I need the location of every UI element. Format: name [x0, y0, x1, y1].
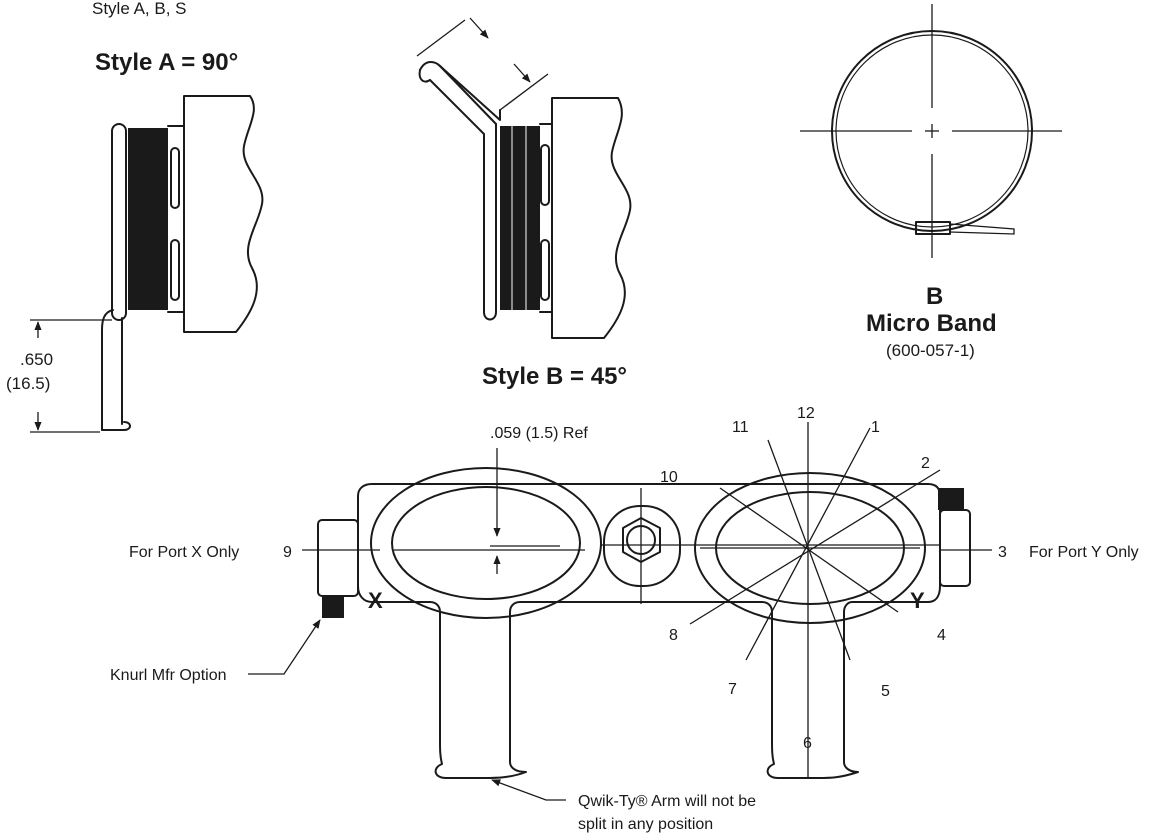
style-a-tail: [101, 309, 114, 431]
port-y-letter: Y: [910, 588, 925, 613]
style-b-title: Style B = 45°: [482, 363, 627, 390]
style-a-slot-lower: [170, 239, 180, 301]
knurl-label: Knurl Mfr Option: [110, 667, 226, 684]
arm-note-line1: Qwik-Ty® Arm will not be: [578, 793, 756, 810]
clock-12: 12: [797, 405, 815, 422]
style-a-drawing: Style A = 90° .650 (16.5): [6, 49, 264, 433]
clock-11: 11: [732, 419, 749, 436]
clock-9: 9: [283, 544, 292, 561]
port-y-knurl: [938, 488, 964, 510]
ref-dimension: .059 (1.5) Ref: [490, 425, 588, 442]
style-b-body: [551, 97, 632, 339]
style-a-slot-upper: [170, 147, 180, 209]
port-x-knurl: [322, 596, 344, 618]
clock-1: 1: [871, 419, 880, 436]
clock-2: 2: [921, 455, 930, 472]
style-b-drawing: Style B = 45°: [416, 17, 632, 390]
micro-band-letter: B: [926, 283, 943, 310]
port-x-letter: X: [368, 588, 383, 613]
style-a-band: [128, 128, 168, 310]
port-y-label: For Port Y Only: [1029, 544, 1139, 561]
clock-5: 5: [881, 683, 890, 700]
clock-6: 6: [803, 735, 812, 752]
clock-4: 4: [937, 627, 946, 644]
style-a-strap: [111, 123, 127, 321]
style-a-title: Style A = 90°: [95, 49, 238, 76]
style-a-body: [183, 95, 264, 333]
center-boss: [603, 505, 681, 587]
port-x-inner: [391, 486, 581, 600]
style-b-slot-upper: [540, 144, 550, 206]
micro-band-buckle: [915, 221, 951, 235]
port-x-outer: [370, 467, 602, 619]
fitting-drawing: .059 (1.5) Ref 12 1 2 3 4 5 6 7 8 9 10 1…: [110, 405, 1139, 833]
micro-band-part: (600-057-1): [886, 341, 975, 360]
clock-10: 10: [660, 469, 678, 486]
style-a-dim-in: .650: [20, 350, 53, 369]
clock-lines: [689, 422, 941, 778]
arm-note-line2: split in any position: [578, 816, 713, 833]
port-y-outer: [694, 472, 926, 624]
styles-header: Style A, B, S: [92, 0, 187, 18]
style-b-band: [500, 126, 540, 310]
style-a-dim-mm: (16.5): [6, 374, 50, 393]
style-b-slot-lower: [540, 239, 550, 301]
port-x-label: For Port X Only: [129, 544, 239, 561]
micro-band-name: Micro Band: [866, 310, 997, 337]
port-y-boss: [939, 509, 971, 587]
clock-8: 8: [669, 627, 678, 644]
clock-7: 7: [728, 681, 737, 698]
micro-band-drawing: B Micro Band (600-057-1): [800, 4, 1062, 360]
fitting-body: [357, 483, 941, 779]
port-x-boss: [317, 519, 359, 597]
clock-3: 3: [998, 544, 1007, 561]
